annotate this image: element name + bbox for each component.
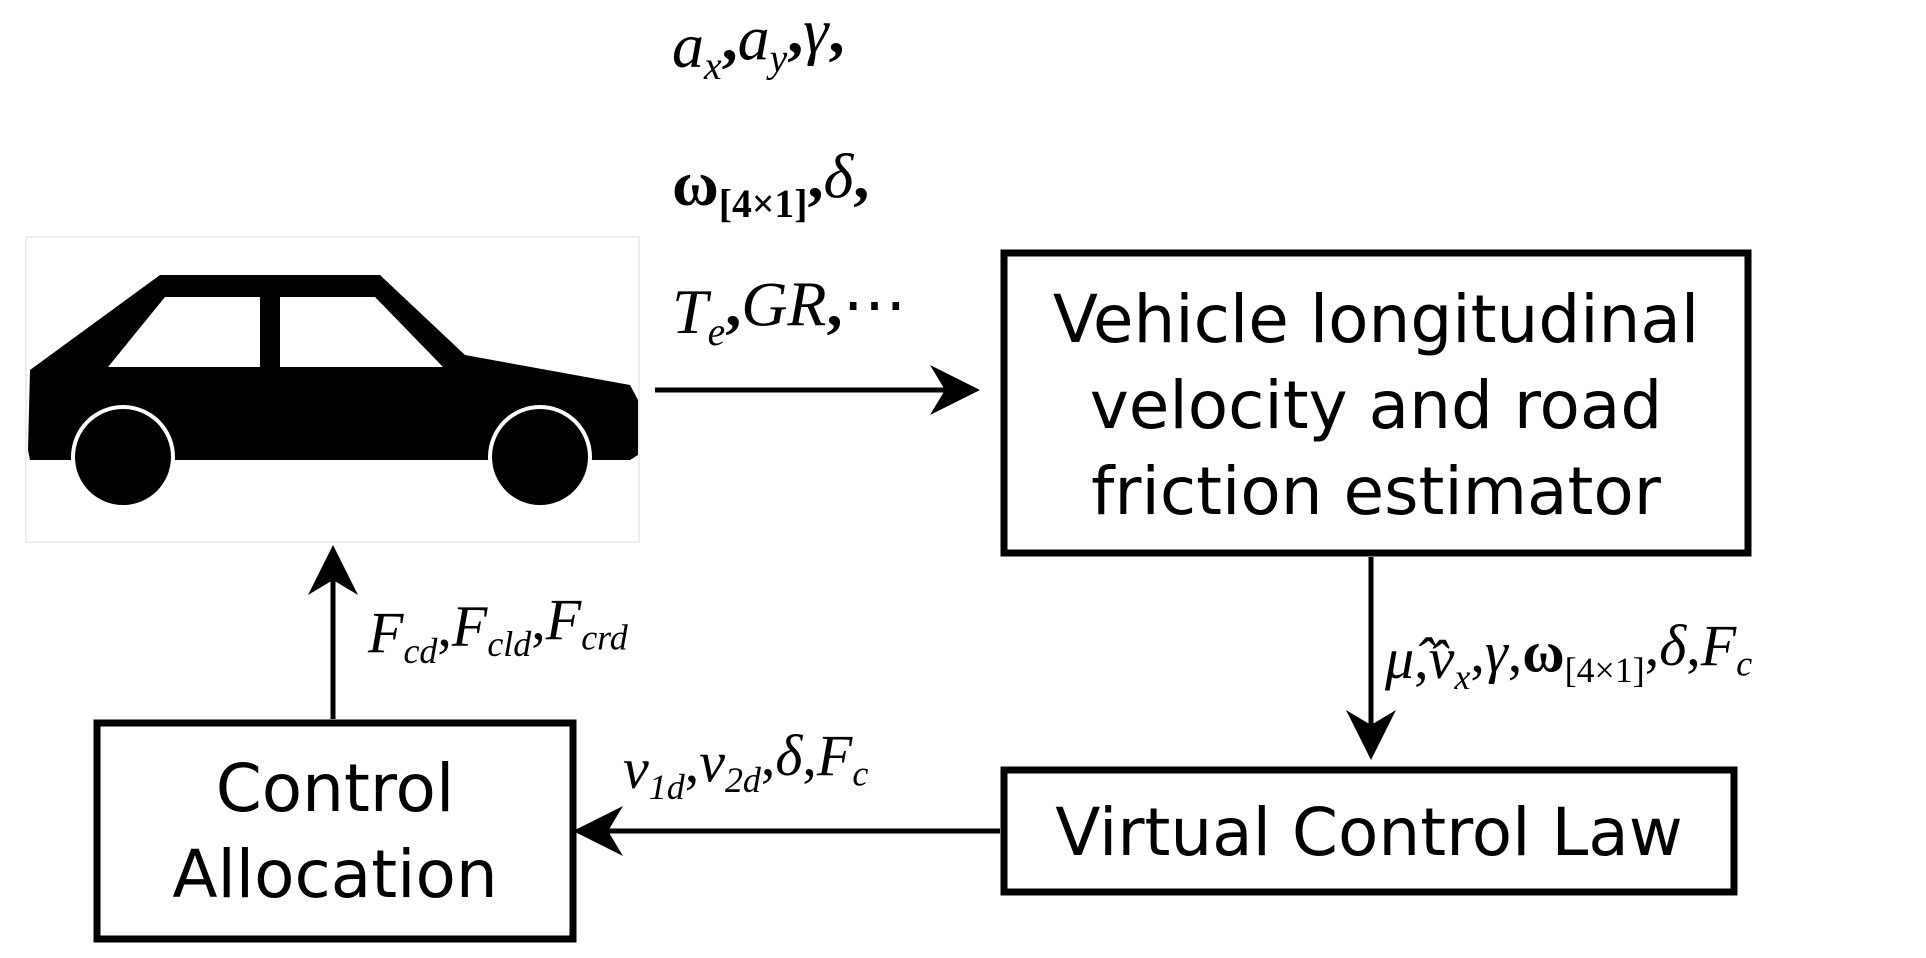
estimator-label-line-3: friction estimator — [1091, 453, 1662, 530]
signal-symbol: δ — [1659, 613, 1687, 678]
signal-symbol: e — [708, 310, 726, 354]
signal-label-allocation-to-car: Fcd,Fcld,Fcrd — [367, 587, 629, 671]
signal-symbol: ω — [1522, 619, 1564, 684]
virtual-control-law-label: Virtual Control Law — [1055, 794, 1682, 871]
estimator-block: Vehicle longitudinal velocity and road f… — [1000, 249, 1752, 557]
estimator-label-line-2: velocity and road — [1090, 367, 1662, 444]
signal-symbol: F — [816, 723, 853, 788]
signal-symbol: F — [367, 600, 404, 665]
signal-symbol: 1d — [649, 767, 686, 807]
signal-symbol: x — [703, 44, 722, 88]
signal-symbol: , — [722, 3, 738, 74]
signal-symbol: γ — [803, 0, 830, 66]
signal-label-car-to-estimator-line-3: Te,GR,⋯ — [672, 269, 907, 354]
signal-symbol: , — [531, 587, 546, 652]
signal-symbol: , — [1414, 626, 1429, 691]
control-allocation-block: Control Allocation — [93, 719, 577, 943]
signal-label-vcl-to-allocation: v1d,v2d,δ,Fc — [623, 723, 868, 807]
signal-symbol: , — [1686, 613, 1701, 678]
control-allocation-label-line-1: Control — [216, 750, 455, 827]
signal-symbol: , — [437, 593, 452, 658]
signal-symbol: γ — [1485, 619, 1510, 684]
signal-symbol: F — [1700, 613, 1737, 678]
signal-symbol: δ — [775, 723, 803, 788]
signal-symbol: , — [807, 141, 823, 212]
signal-symbol: y — [766, 37, 788, 81]
signal-symbol: , — [761, 723, 776, 788]
signal-symbol: T — [672, 276, 712, 347]
signal-symbol: ⋯ — [843, 269, 907, 340]
signal-symbol: , — [725, 269, 741, 340]
signal-symbol: v — [699, 729, 725, 794]
signal-label-car-to-estimator-line-2: ω[4×1],δ, — [672, 141, 869, 226]
signal-symbol: v — [623, 736, 649, 801]
control-allocation-label-line-2: Allocation — [172, 836, 497, 913]
signal-symbol: , — [787, 0, 803, 66]
estimator-label-line-1: Vehicle longitudinal — [1053, 281, 1699, 358]
signal-symbol: , — [1470, 619, 1485, 684]
signal-symbol: , — [828, 0, 844, 66]
signal-label-car-to-estimator-line-1: ax,ay,γ, — [672, 0, 844, 88]
signal-symbol: cd — [403, 631, 438, 671]
signal-symbol: , — [827, 269, 843, 340]
signal-symbol: c — [1736, 644, 1752, 684]
car-icon — [25, 236, 640, 543]
signal-symbol: cld — [487, 624, 532, 664]
signal-symbol: c — [852, 754, 868, 794]
signal-symbol: v̂ — [1429, 626, 1455, 691]
signal-symbol: a — [738, 3, 770, 74]
virtual-control-law-block: Virtual Control Law — [1000, 766, 1738, 896]
signal-symbol: [4×1] — [719, 182, 808, 226]
signal-symbol: ω — [672, 148, 719, 219]
signal-symbol: [4×1] — [1565, 650, 1645, 690]
signal-symbol: , — [802, 723, 817, 788]
signal-symbol: , — [853, 141, 869, 212]
signal-label-estimator-to-vcl: μ̂,v̂x,γ,ω[4×1],δ,Fc — [1384, 613, 1752, 697]
signal-symbol: , — [1508, 619, 1523, 684]
signal-symbol: a — [672, 10, 704, 81]
signal-symbol: GR — [741, 269, 826, 340]
signal-symbol: 2d — [725, 760, 762, 800]
signal-symbol: δ — [823, 141, 854, 212]
signal-symbol: crd — [581, 618, 629, 658]
signal-symbol: , — [1645, 613, 1660, 678]
signal-symbol: , — [685, 729, 700, 794]
signal-symbol: x — [1453, 657, 1470, 697]
signal-symbol: F — [545, 587, 582, 652]
signal-symbol: F — [451, 593, 488, 658]
